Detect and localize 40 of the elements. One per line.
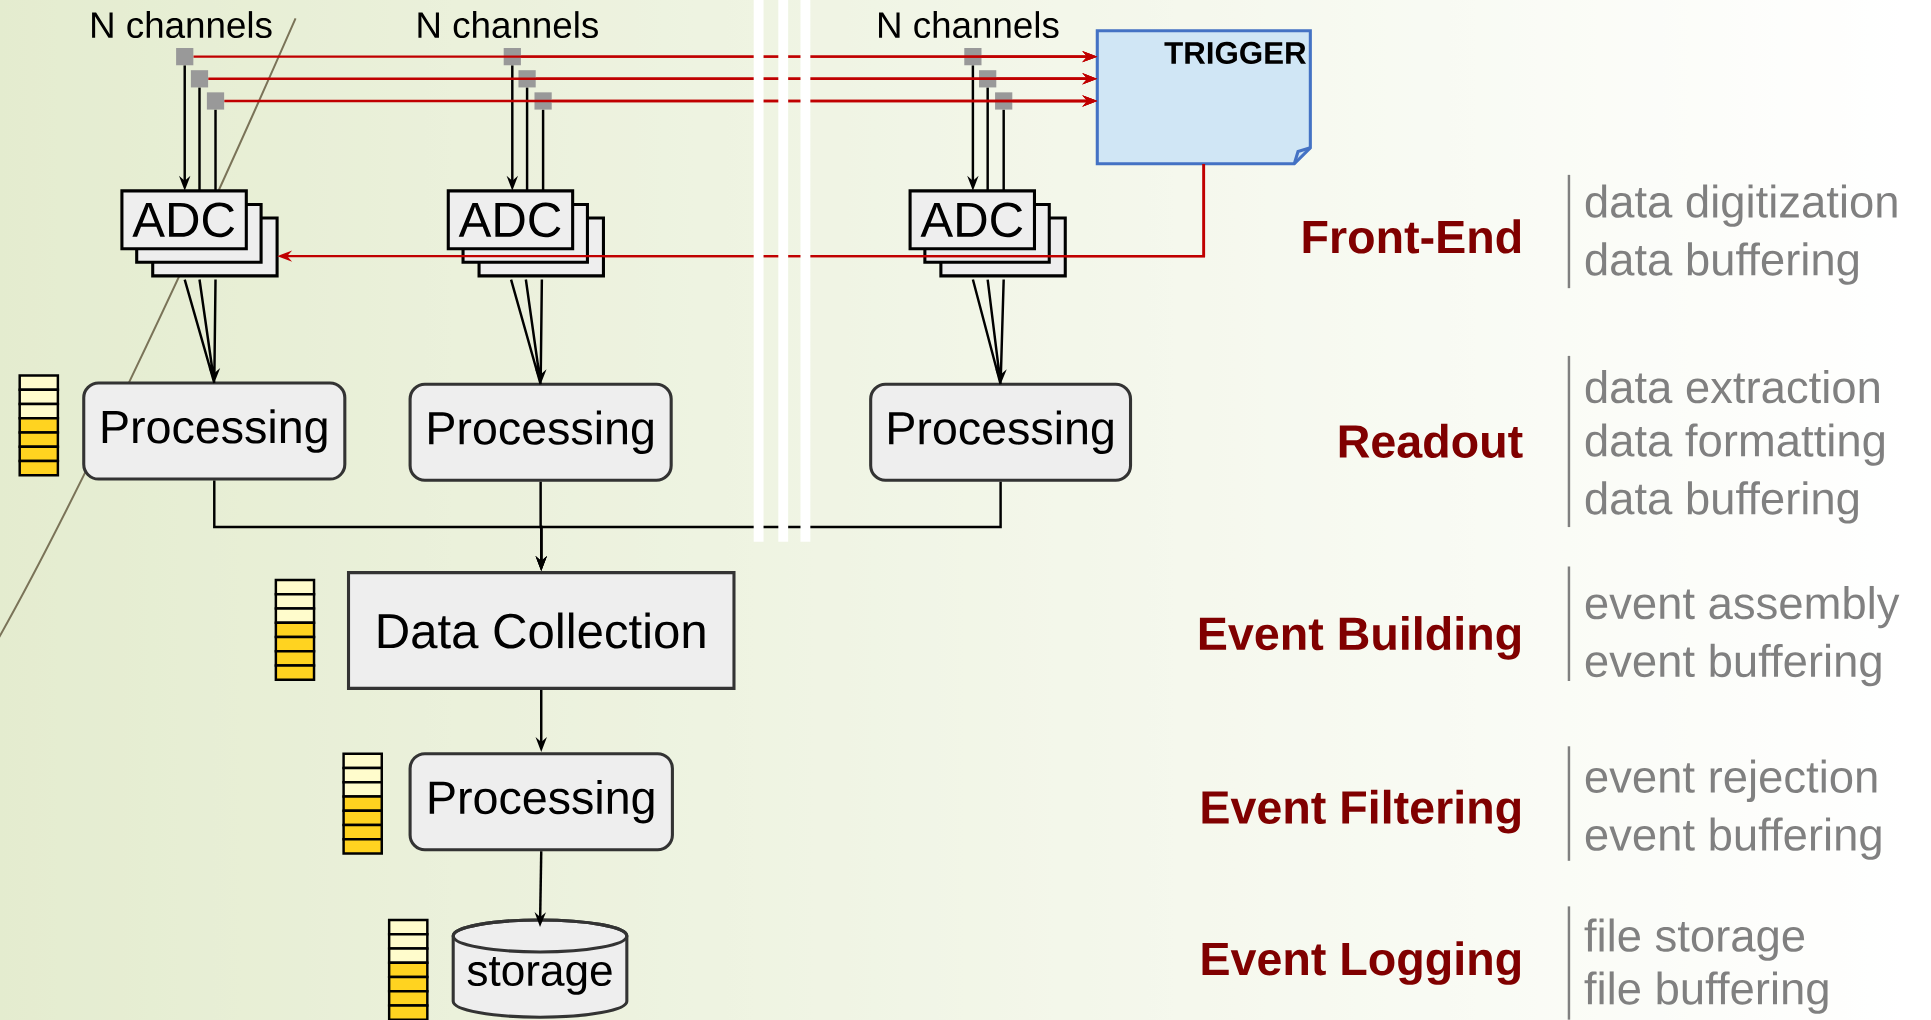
stage-title: Readout [1339, 423, 1523, 458]
stage-description: event buffering [1585, 817, 1881, 860]
stage-title: Event Filtering [1202, 789, 1521, 834]
stage-description: event buffering [1585, 643, 1881, 687]
connector-line [1065, 164, 1206, 258]
connector-line [986, 87, 989, 191]
stage-description: data formatting [1585, 423, 1884, 466]
processing-box: Processing [408, 752, 674, 852]
processing-box: Processing [408, 382, 673, 482]
connector-line [214, 109, 217, 191]
connector-line [541, 109, 545, 191]
stage-title: Front-End [1303, 219, 1521, 254]
stage-description: data buffering [1585, 481, 1858, 524]
channel-label: N channels [879, 11, 1059, 39]
stage-description: data extraction [1585, 370, 1879, 404]
channel-square [176, 48, 194, 66]
connector-line [1002, 109, 1005, 191]
stage-title: Event Building [1199, 616, 1521, 660]
connector-line [525, 87, 529, 191]
arrow [183, 278, 221, 385]
stage-title: Event Logging [1202, 941, 1521, 985]
stage-description: file buffering [1584, 971, 1828, 1014]
stage-description: data digitization [1585, 184, 1897, 227]
data-collection-box: Data Collection [346, 571, 736, 690]
stage-description: data buffering [1585, 242, 1858, 285]
arrow [971, 278, 1007, 386]
channel-label: N channels [418, 11, 598, 39]
stage-description: file storage [1584, 918, 1805, 961]
connector-line [198, 87, 201, 191]
adc-box: ADC [908, 189, 1036, 251]
trigger-box: TRIGGER [1095, 29, 1312, 166]
processing-box: Processing [82, 381, 347, 481]
channel-label: N channels [92, 11, 272, 39]
stage-description: event rejection [1585, 759, 1877, 802]
processing-box: Processing [869, 382, 1133, 482]
stage-description: event assembly [1585, 585, 1900, 629]
adc-box: ADC [120, 189, 248, 251]
arrow [509, 278, 547, 386]
storage-cylinder: storage [451, 918, 629, 1019]
adc-box: ADC [446, 189, 575, 251]
